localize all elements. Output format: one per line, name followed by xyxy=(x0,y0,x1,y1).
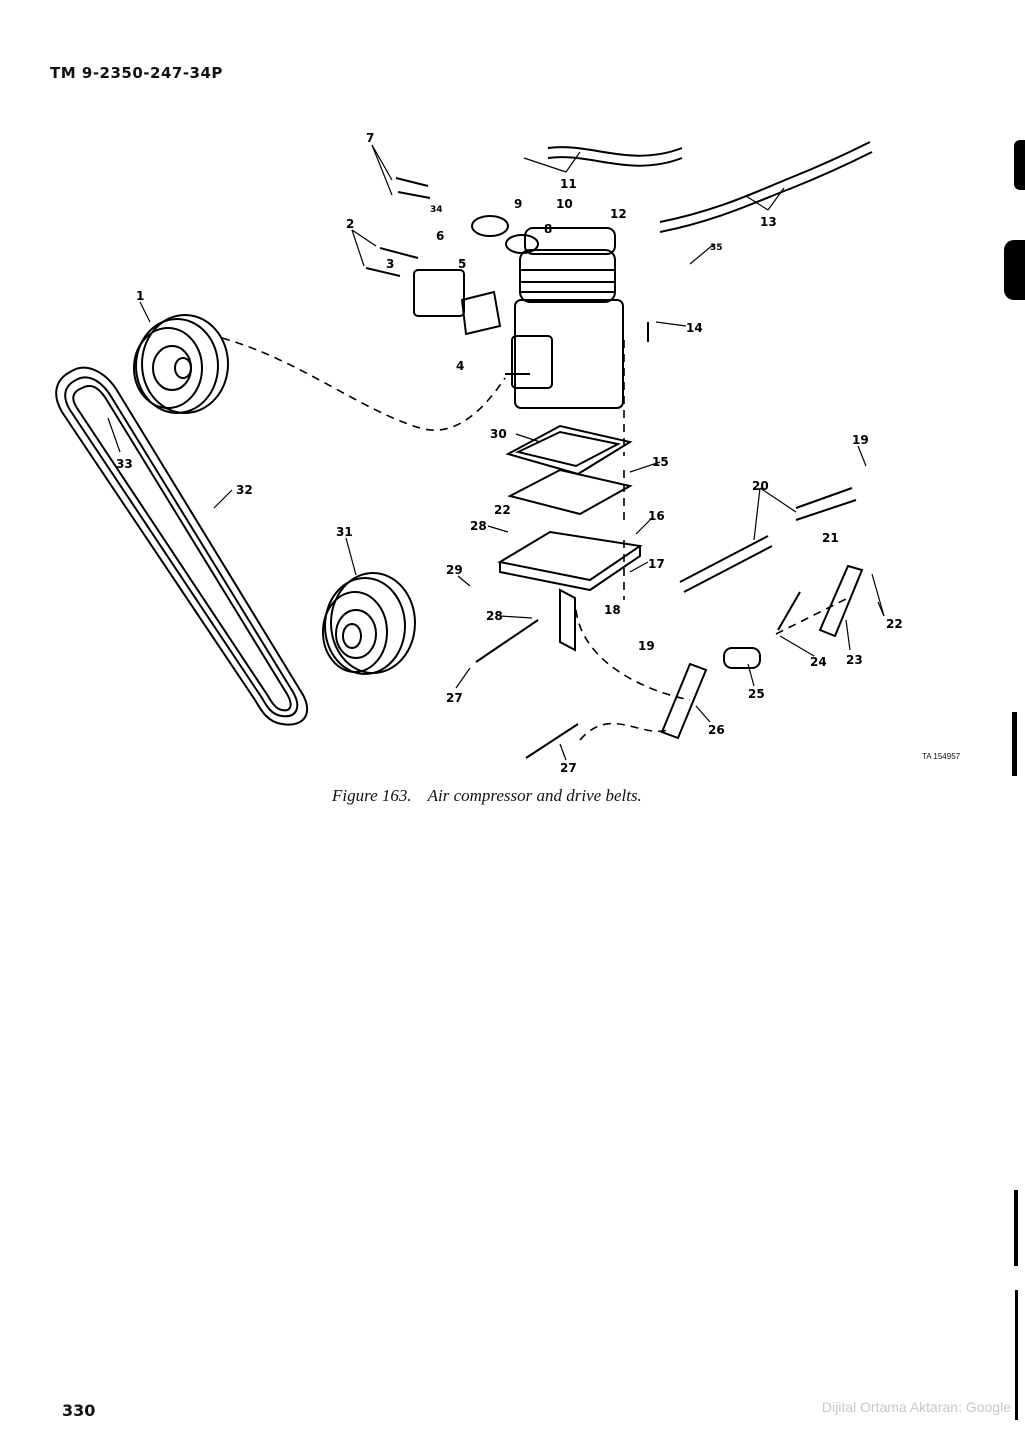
callout-16: 16 xyxy=(648,509,665,523)
callout-4: 4 xyxy=(456,359,464,373)
drive-belt xyxy=(55,366,309,726)
document-id: TM 9-2350-247-34P xyxy=(50,64,223,82)
page-number: 330 xyxy=(62,1401,96,1420)
compressor xyxy=(505,227,624,409)
callout-17: 17 xyxy=(648,557,665,571)
ta-reference: TA 154957 xyxy=(922,752,961,761)
callout-30: 30 xyxy=(490,427,507,441)
callout-24: 24 xyxy=(810,655,827,669)
callout-35: 35 xyxy=(710,243,723,253)
scan-edge-mark xyxy=(1014,1190,1018,1266)
callout-22-left: 22 xyxy=(494,503,511,517)
illustration-svg: 1 2 3 4 5 6 7 8 9 10 11 12 13 14 15 16 1… xyxy=(55,131,903,775)
scan-edge-mark xyxy=(1015,1290,1018,1420)
callout-19-upper: 19 xyxy=(852,433,869,447)
callout-7: 7 xyxy=(366,131,374,145)
callout-18: 18 xyxy=(604,603,621,617)
callout-10: 10 xyxy=(556,197,573,211)
callout-26: 26 xyxy=(708,723,725,737)
callout-20: 20 xyxy=(752,479,769,493)
callout-29: 29 xyxy=(446,563,463,577)
pulley-lower xyxy=(322,572,416,675)
callout-9: 9 xyxy=(514,197,522,211)
callout-19-lower: 19 xyxy=(638,639,655,653)
scan-edge-mark xyxy=(1012,712,1017,776)
brackets xyxy=(660,564,864,740)
callout-8: 8 xyxy=(544,222,552,236)
callout-23: 23 xyxy=(846,653,863,667)
watermark: Dijital Ortama Aktaran: Google xyxy=(821,1399,1011,1415)
callout-11: 11 xyxy=(560,177,577,191)
callout-6: 6 xyxy=(436,229,444,243)
callout-27-left: 27 xyxy=(446,691,463,705)
callout-34: 34 xyxy=(430,205,443,215)
figure-title: Air compressor and drive belts. xyxy=(427,786,642,805)
callout-12: 12 xyxy=(610,207,627,221)
callout-21: 21 xyxy=(822,531,839,545)
callout-3: 3 xyxy=(386,257,394,271)
scan-edge-mark xyxy=(1004,240,1025,300)
callout-14: 14 xyxy=(686,321,703,335)
callout-1: 1 xyxy=(136,289,144,303)
assembly-lines xyxy=(221,337,849,741)
scan-edge-mark xyxy=(1014,140,1025,190)
figure-caption: Figure 163. Air compressor and drive bel… xyxy=(332,786,642,806)
head-parts xyxy=(413,215,539,336)
callout-25: 25 xyxy=(748,687,765,701)
leader-lines xyxy=(107,144,885,761)
callout-2: 2 xyxy=(346,217,354,231)
callout-28-upper: 28 xyxy=(470,519,487,533)
callout-13: 13 xyxy=(760,215,777,229)
callout-31: 31 xyxy=(336,525,353,539)
callout-27-bottom: 27 xyxy=(560,761,577,775)
figure-number: Figure 163. xyxy=(332,786,412,805)
mounting-plates xyxy=(497,424,643,652)
pulley-upper xyxy=(133,314,229,414)
callout-15: 15 xyxy=(652,455,669,469)
exploded-view-illustration: 1 2 3 4 5 6 7 8 9 10 11 12 13 14 15 16 1… xyxy=(55,131,903,775)
callout-22-right: 22 xyxy=(886,617,903,631)
hoses xyxy=(547,141,873,593)
bolts xyxy=(365,177,801,759)
callout-5: 5 xyxy=(458,257,466,271)
callout-33: 33 xyxy=(116,457,133,471)
callout-32: 32 xyxy=(236,483,253,497)
callout-28-lower: 28 xyxy=(486,609,503,623)
